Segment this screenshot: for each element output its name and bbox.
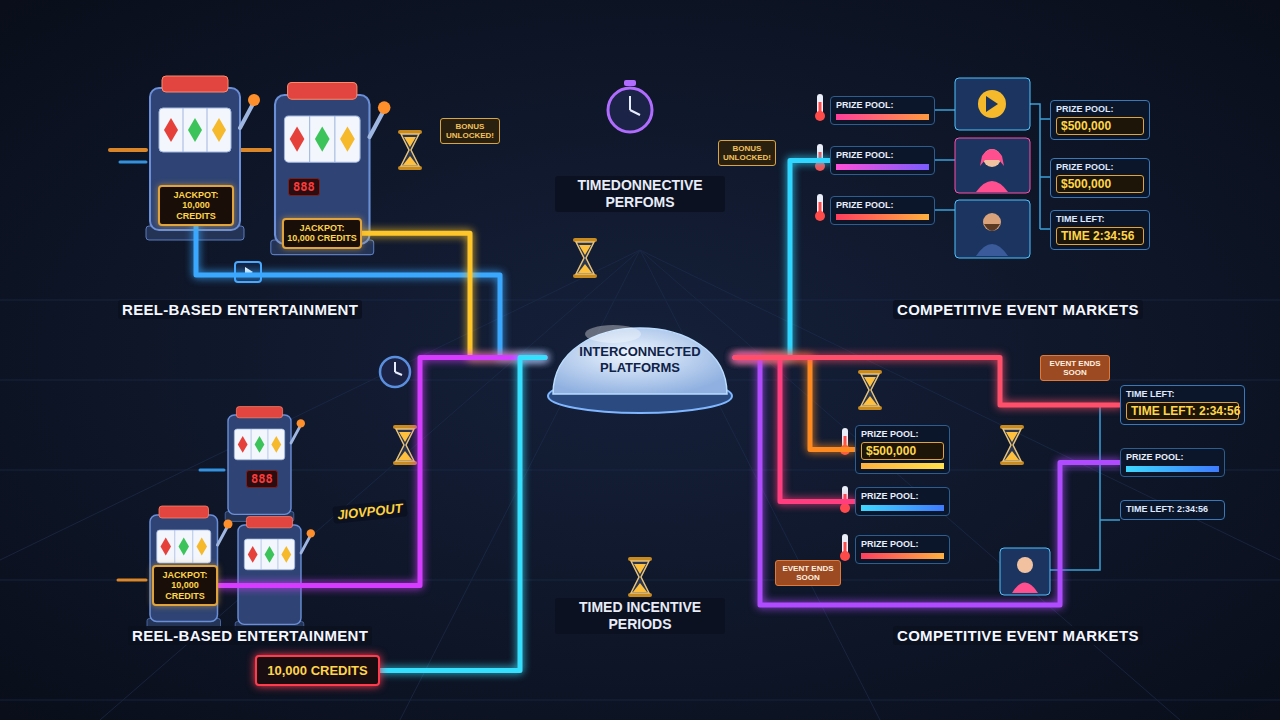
timer-card: TIME LEFT: TIME LEFT: 2:34:56 bbox=[1120, 385, 1245, 425]
event-callout: EVENT ENDS SOON bbox=[775, 560, 841, 586]
node-text: PRIZE POOL: bbox=[836, 200, 929, 211]
glow-connector bbox=[735, 358, 855, 450]
node-text: PRIZE POOL: bbox=[861, 429, 944, 440]
prize-card: PRIZE POOL: $500,000 bbox=[1050, 100, 1150, 140]
node-text: 10,000 CREDITS bbox=[263, 663, 372, 678]
node-text: PRIZE POOL: bbox=[861, 491, 944, 502]
node-text: PRIZE POOL: bbox=[836, 150, 929, 161]
value-text: TIME 2:34:56 bbox=[1056, 227, 1144, 245]
prize-bar: PRIZE POOL: bbox=[1120, 448, 1225, 477]
event-callout: EVENT ENDS SOON bbox=[1040, 355, 1110, 381]
value-text: $500,000 bbox=[1056, 175, 1144, 193]
node-text: BONUS UNLOCKED! bbox=[444, 122, 496, 140]
dome-text-holder: INTERCONNECTED PLATFORMS bbox=[545, 344, 735, 375]
glow-connector bbox=[218, 358, 545, 586]
section-heading: REEL-BASED ENTERTAINMENT bbox=[118, 300, 362, 319]
glow-connector bbox=[735, 358, 1120, 606]
value-text: $500,000 bbox=[1056, 117, 1144, 135]
prize-bar: PRIZE POOL: $500,000 bbox=[855, 425, 950, 474]
node-text: EVENT ENDS SOON bbox=[779, 564, 837, 582]
credits-box: 10,000 CREDITS bbox=[255, 655, 380, 686]
digit-display: 888 bbox=[288, 178, 320, 196]
node-text: JACKPOT: 10,000 CREDITS bbox=[157, 570, 213, 601]
section-heading: REEL-BASED ENTERTAINMENT bbox=[128, 626, 372, 645]
jackpot-display: JACKPOT: 10,000 CREDITS bbox=[152, 565, 218, 606]
node-text: PRIZE POOL: bbox=[836, 100, 929, 111]
node-text: PRIZE POOL: bbox=[1126, 452, 1219, 463]
timer-card: TIME LEFT: TIME 2:34:56 bbox=[1050, 210, 1150, 250]
jackpot-display: JACKPOT: 10,000 CREDITS bbox=[158, 185, 234, 226]
section-heading: COMPETITIVE EVENT MARKETS bbox=[893, 626, 1143, 645]
platform-dome: INTERCONNECTED PLATFORMS bbox=[545, 300, 735, 415]
glow-connector bbox=[735, 358, 855, 502]
glow-connector bbox=[735, 160, 830, 357]
value-text: $500,000 bbox=[861, 442, 944, 460]
prize-bar: PRIZE POOL: bbox=[830, 146, 935, 175]
value-text: TIME LEFT: 2:34:56 bbox=[1126, 402, 1239, 420]
node-text: PRIZE POOL: bbox=[861, 539, 944, 550]
glow-connector bbox=[735, 358, 1120, 406]
node-text: INTERCONNECTED PLATFORMS bbox=[569, 344, 711, 375]
prize-bar: PRIZE POOL: bbox=[855, 487, 950, 516]
node-text: PRIZE POOL: bbox=[1056, 162, 1144, 173]
center-heading: TIMED INCENTIVE PERIODS bbox=[555, 598, 725, 634]
node-text: TIME LEFT: bbox=[1056, 214, 1144, 225]
node-text: TIME LEFT: 2:34:56 bbox=[1126, 504, 1219, 515]
prize-card: PRIZE POOL: $500,000 bbox=[1050, 158, 1150, 198]
node-text: EVENT ENDS SOON bbox=[1044, 359, 1106, 377]
bonus-callout: BONUS UNLOCKED! bbox=[718, 140, 776, 166]
node-text: BONUS UNLOCKED! bbox=[722, 144, 772, 162]
prize-bar: PRIZE POOL: bbox=[830, 196, 935, 225]
node-text: PRIZE POOL: bbox=[1056, 104, 1144, 115]
center-heading: TIMEDONNECTIVE PERFOMS bbox=[555, 176, 725, 212]
jackpot-display: JACKPOT: 10,000 CREDITS bbox=[282, 218, 362, 249]
node-text: JACKPOT: 10,000 CREDITS bbox=[163, 190, 229, 221]
digit-display: 888 bbox=[246, 470, 278, 488]
bonus-callout: BONUS UNLOCKED! bbox=[440, 118, 500, 144]
prize-bar: PRIZE POOL: bbox=[855, 535, 950, 564]
glow-connector bbox=[196, 226, 545, 358]
node-text: JACKPOT: 10,000 CREDITS bbox=[287, 223, 357, 244]
glow-connector bbox=[362, 233, 545, 357]
timer-card: TIME LEFT: 2:34:56 bbox=[1120, 500, 1225, 520]
prize-bar: PRIZE POOL: bbox=[830, 96, 935, 125]
node-text: TIME LEFT: bbox=[1126, 389, 1239, 400]
jackpot-tag: JIOVPOUT bbox=[332, 499, 407, 524]
section-heading: COMPETITIVE EVENT MARKETS bbox=[893, 300, 1143, 319]
